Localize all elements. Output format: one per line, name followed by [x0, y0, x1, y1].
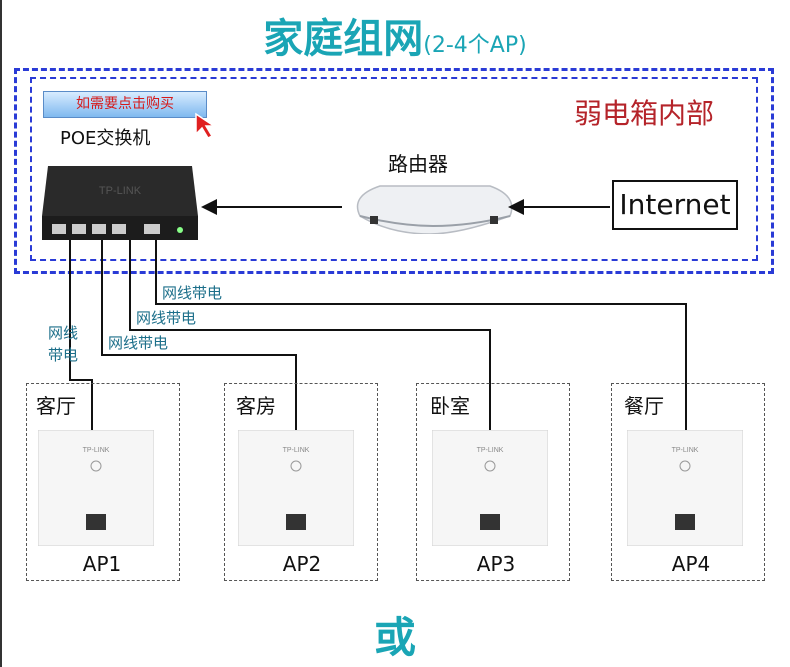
ap-name-2: AP2	[282, 552, 322, 576]
title-main: 家庭组网	[263, 16, 424, 62]
room-name-3: 卧室	[430, 394, 470, 418]
ap-panel-2: TP-LINK	[238, 430, 354, 546]
ap-brand-2: TP-LINK	[283, 447, 310, 454]
poe-switch-device: TP-LINK	[42, 166, 198, 240]
room-box-2	[224, 383, 378, 581]
ap-panel-4: TP-LINK	[627, 430, 743, 546]
cursor-icon	[195, 112, 217, 139]
ap-panel-1: TP-LINK	[38, 430, 154, 546]
ap-brand-4: TP-LINK	[672, 447, 699, 454]
wire-label-ap1-line1: 网线	[48, 324, 79, 342]
router-label: 路由器	[388, 152, 448, 176]
cable-ap3	[129, 240, 491, 430]
switch-brand: TP-LINK	[99, 185, 142, 197]
room-box-1	[26, 383, 180, 581]
ap-name-1: AP1	[82, 552, 122, 576]
page-title: 家庭组网(2-4个AP)	[0, 6, 790, 64]
router-device	[356, 185, 513, 234]
room-box-3	[416, 383, 570, 581]
cable-ap1	[69, 240, 93, 430]
or-label: 或	[373, 613, 416, 662]
ap-name-4: AP4	[671, 552, 711, 576]
room-box-4	[611, 383, 765, 581]
cabinet-inner-border	[30, 77, 758, 261]
ap-brand-1: TP-LINK	[83, 447, 110, 454]
cable-ap4	[155, 240, 687, 430]
ap-brand-3: TP-LINK	[477, 447, 504, 454]
room-name-1: 客厅	[36, 394, 76, 418]
room-name-2: 客房	[236, 394, 276, 418]
switch-label: POE交换机	[60, 128, 151, 149]
wire-label-ap2: 网线带电	[108, 334, 169, 352]
wire-label-ap1-line2: 带电	[48, 346, 79, 364]
title-sub: (2-4个AP)	[423, 33, 527, 58]
ap-panel-3: TP-LINK	[432, 430, 548, 546]
wire-label-ap4: 网线带电	[162, 284, 223, 302]
cabinet-outer-border	[14, 68, 774, 274]
page-edge-line	[0, 0, 2, 667]
ap-name-3: AP3	[476, 552, 516, 576]
wire-label-ap3: 网线带电	[136, 309, 197, 327]
buy-button[interactable]: 如需要点击购买	[43, 91, 207, 118]
room-name-4: 餐厅	[624, 394, 664, 418]
internet-box: Internet	[612, 180, 738, 230]
cabinet-label: 弱电箱内部	[574, 97, 715, 130]
cable-ap2	[101, 240, 297, 430]
